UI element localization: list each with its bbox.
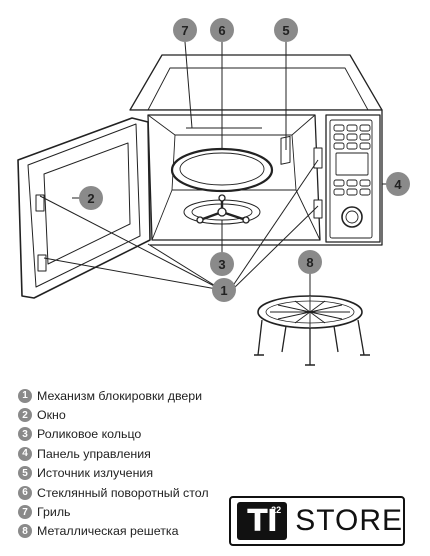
legend-label: Стеклянный поворотный стол	[37, 485, 209, 500]
legend-label: Металлическая решетка	[37, 524, 179, 539]
latch-slot-lower	[313, 199, 323, 219]
legend-label: Гриль	[37, 505, 71, 520]
legend-item: 2 Окно	[18, 405, 248, 424]
callout-4: 4	[386, 172, 410, 196]
control-knob	[341, 206, 363, 228]
legend-num: 6	[18, 485, 32, 500]
callout-8: 8	[298, 250, 322, 274]
legend-num: 2	[18, 408, 32, 423]
logo-mark: TI 22	[237, 502, 288, 540]
store-logo: TI 22 STORE	[229, 496, 405, 546]
callout-3: 3	[210, 252, 234, 276]
legend-num: 3	[18, 427, 32, 442]
logo-superscript: 22	[271, 505, 282, 515]
oven-top-panel	[129, 54, 383, 111]
logo-word: STORE	[295, 504, 403, 537]
legend-item: 7 Гриль	[18, 502, 248, 521]
logo-ti: TI	[247, 503, 278, 539]
legend-item: 6 Стеклянный поворотный стол	[18, 483, 248, 502]
callout-6-num: 6	[218, 23, 225, 38]
legend-label: Роликовое кольцо	[37, 427, 142, 442]
legend-label: Окно	[37, 408, 66, 423]
control-panel	[325, 114, 381, 243]
callout-2-num: 2	[87, 191, 94, 206]
legend-num: 7	[18, 505, 32, 520]
legend-label: Панель управления	[37, 446, 151, 461]
callout-5-num: 5	[282, 23, 289, 38]
legend-label: Источник излучения	[37, 466, 154, 481]
glass-turntable	[170, 147, 274, 193]
callout-8-num: 8	[306, 255, 313, 270]
legend-item: 5 Источник излучения	[18, 464, 248, 483]
legend-item: 8 Металлическая решетка	[18, 522, 248, 541]
legend-num: 4	[18, 446, 32, 461]
microwave-diagram: 7 6 5 2 3 1 4 8	[17, 18, 410, 366]
callout-7: 7	[173, 18, 197, 42]
legend-num: 8	[18, 524, 32, 539]
legend-item: 1 Механизм блокировки двери	[18, 386, 248, 405]
callout-1: 1	[212, 278, 236, 302]
door-window	[43, 142, 131, 265]
parts-legend: 1 Механизм блокировки двери 2 Окно 3 Ролико…	[18, 386, 248, 541]
callout-5: 5	[274, 18, 298, 42]
callout-7-num: 7	[181, 23, 188, 38]
callout-1-num: 1	[220, 283, 227, 298]
callout-3-num: 3	[218, 257, 225, 272]
legend-num: 5	[18, 466, 32, 481]
metal-rack	[254, 295, 370, 366]
callout-4-num: 4	[394, 177, 402, 192]
latch-slot-upper	[313, 147, 323, 169]
legend-num: 1	[18, 388, 32, 403]
oven-door	[17, 117, 151, 299]
legend-label: Механизм блокировки двери	[37, 388, 203, 403]
callout-2: 2	[79, 186, 103, 210]
legend-item: 3 Роликовое кольцо	[18, 425, 248, 444]
callout-6: 6	[210, 18, 234, 42]
legend-item: 4 Панель управления	[18, 444, 248, 463]
